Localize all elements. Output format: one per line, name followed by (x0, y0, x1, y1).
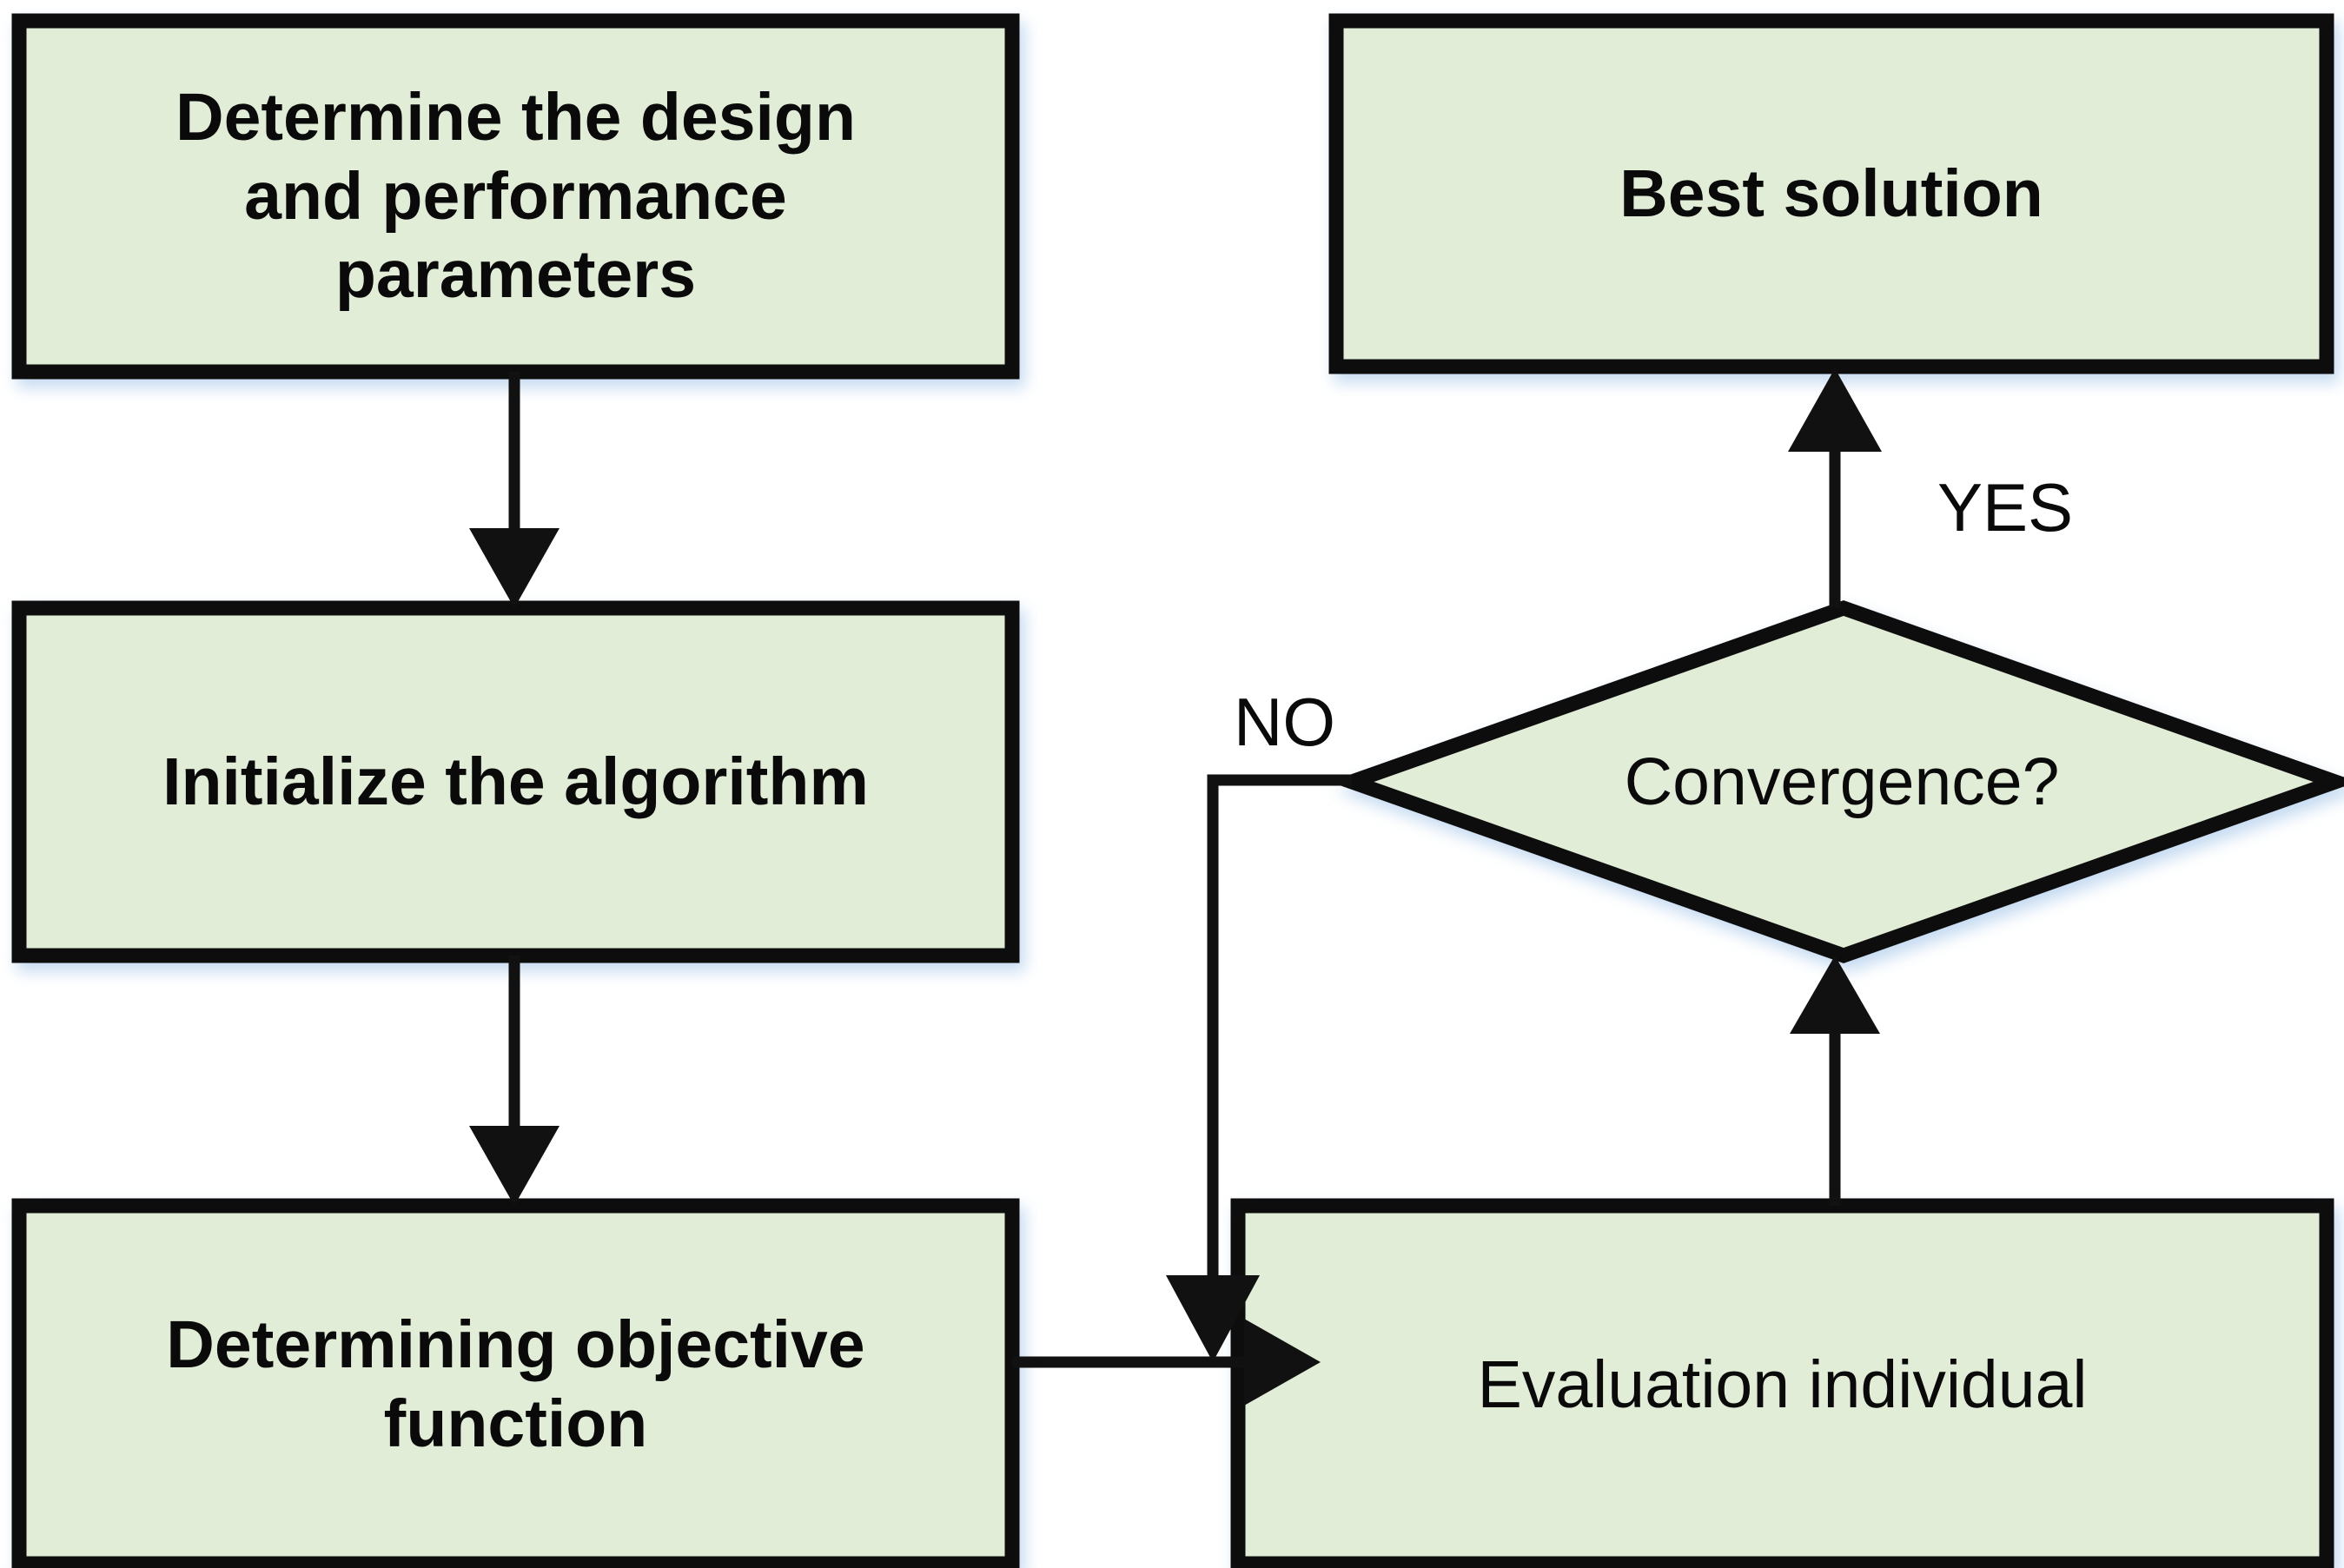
node-shape-evaluation-individual (1230, 1198, 2334, 1568)
edge-initialize-to-objective (469, 956, 560, 1206)
edge-objective-to-evaluation (1012, 1319, 1321, 1406)
edge-convergence-no-to-evaluation (1166, 774, 1352, 1362)
edge-convergence-yes-to-best-solution (1788, 368, 1882, 608)
node-shape-determining-objective-function (11, 1198, 1020, 1568)
edge-determine-to-initialize (469, 372, 560, 608)
node-shape-best-solution (1328, 13, 2334, 374)
edge-label-yes: YES (1937, 469, 2074, 546)
node-shape-initialize-algorithm (11, 600, 1020, 963)
edge-label-no: NO (1234, 684, 1335, 760)
node-shape-convergence-diamond (1329, 599, 2344, 964)
node-shape-determine-parameters (11, 13, 1020, 380)
edge-evaluation-to-convergence (1790, 956, 1880, 1206)
